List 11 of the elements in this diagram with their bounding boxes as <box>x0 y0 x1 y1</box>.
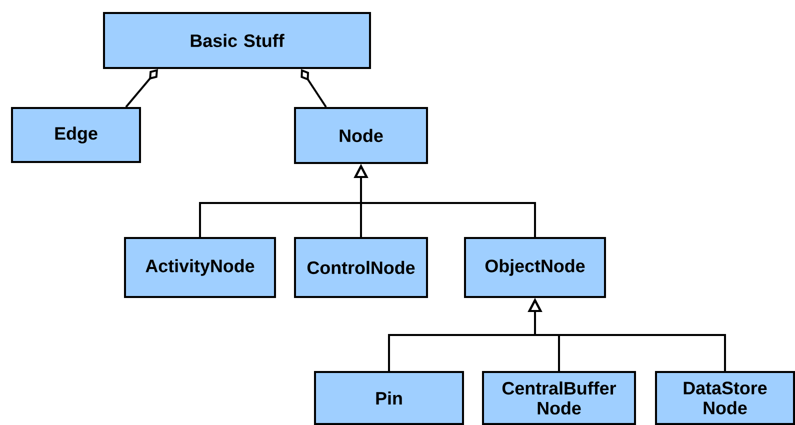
aggregation-line <box>125 69 158 108</box>
class-box: CentralBuffer Node <box>482 371 636 425</box>
aggregation-line <box>300 69 327 108</box>
class-box: Node <box>294 107 428 164</box>
class-box: ControlNode <box>294 237 428 298</box>
class-box: DataStore Node <box>655 371 795 425</box>
class-box: Pin <box>314 371 464 425</box>
class-box: ObjectNode <box>464 237 606 298</box>
class-box: ActivityNode <box>124 237 276 298</box>
class-box: Edge <box>11 107 141 163</box>
class-box: Basic Stuff <box>103 12 371 69</box>
